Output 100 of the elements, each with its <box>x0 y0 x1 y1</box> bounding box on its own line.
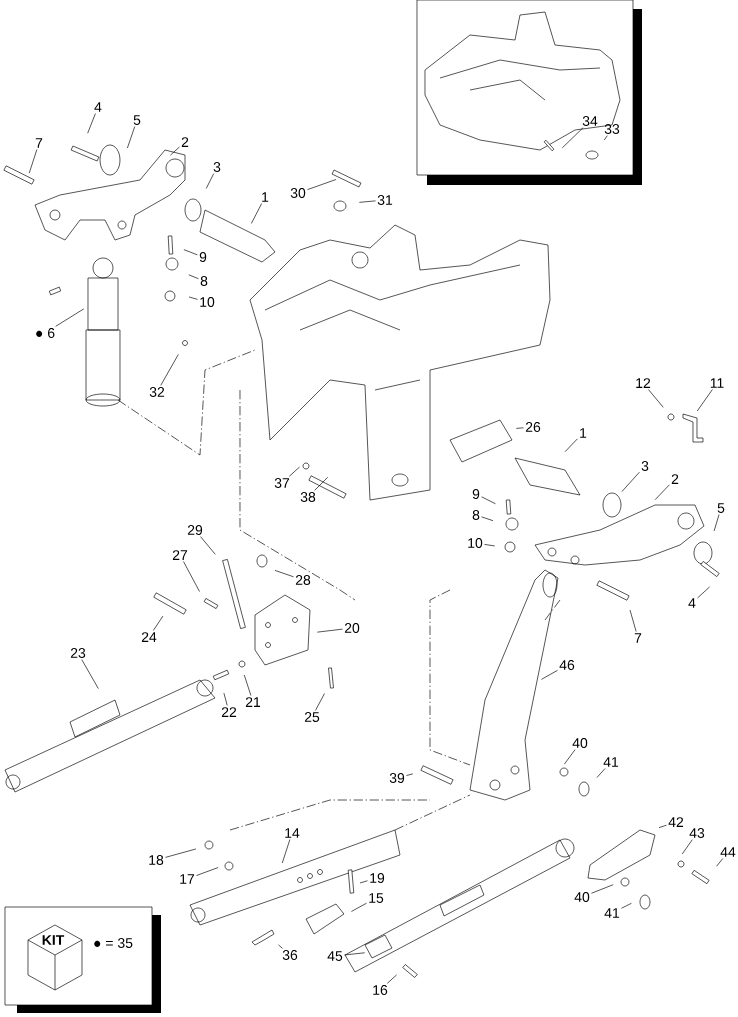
callout-number: 18 <box>149 855 164 865</box>
callout-number: 7 <box>35 138 43 148</box>
callout-number: 37 <box>274 478 290 488</box>
callout-number: 28 <box>295 575 311 585</box>
callout-number: 1 <box>262 192 269 202</box>
callout-number: 23 <box>70 648 86 658</box>
leader-line <box>243 674 252 696</box>
leader-line <box>603 135 608 141</box>
callout-number: 25 <box>304 712 320 722</box>
leader-line <box>484 544 496 547</box>
leader-line <box>165 848 197 858</box>
callout-number: 43 <box>689 828 705 838</box>
leader-line <box>564 749 576 765</box>
callout-number: 10 <box>200 297 215 307</box>
callout-number: 9 <box>199 252 207 262</box>
callout-number: ● 6 <box>36 328 55 338</box>
callout-number: 31 <box>377 195 393 205</box>
callout-number: 21 <box>245 697 261 707</box>
callout-number: 27 <box>172 550 188 560</box>
callout-number: 41 <box>603 757 619 767</box>
callout-number: 46 <box>559 660 575 670</box>
leader-line <box>716 858 724 867</box>
callout-number: 5 <box>717 503 725 513</box>
kit-label: KIT <box>42 935 65 945</box>
callout-number: 10 <box>468 538 483 548</box>
callout-number: 33 <box>604 124 620 134</box>
legend-note: ● = 35 <box>94 938 133 948</box>
callout-number: 26 <box>525 422 541 432</box>
leader-line <box>591 884 614 894</box>
callout-number: 36 <box>282 950 298 960</box>
leader-line <box>316 628 343 633</box>
leader-line <box>188 274 199 280</box>
leader-line <box>654 484 670 501</box>
leader-line <box>183 249 198 256</box>
leader-line <box>196 867 219 876</box>
callout-number: 2 <box>181 137 189 147</box>
callout-number: 29 <box>187 525 203 535</box>
callout-number: 32 <box>149 387 165 397</box>
leader-line <box>288 466 300 477</box>
callout-number: 40 <box>572 738 588 748</box>
callout-number: 15 <box>369 893 384 903</box>
leader-line <box>481 496 496 505</box>
callout-number: 4 <box>688 598 696 608</box>
leader-line <box>621 471 640 492</box>
leader-line <box>713 514 720 532</box>
leader-line <box>696 389 713 412</box>
callout-number: 19 <box>370 873 385 883</box>
leader-line <box>81 659 99 689</box>
leader-line <box>359 880 368 884</box>
callout-number: 16 <box>373 985 388 995</box>
callout-number: 3 <box>213 162 221 172</box>
leader-line <box>515 427 524 429</box>
leader-line <box>658 824 667 829</box>
leader-line <box>314 476 329 491</box>
callout-number: 34 <box>582 116 598 126</box>
leader-line <box>188 296 198 300</box>
callout-number: 11 <box>710 378 724 388</box>
leader-line <box>127 126 136 149</box>
leader-line <box>406 773 414 776</box>
leader-line <box>648 389 664 408</box>
leader-line <box>153 615 164 631</box>
callout-number: 41 <box>604 908 620 918</box>
leader-line <box>200 536 216 555</box>
leader-line <box>697 586 710 599</box>
leader-line <box>621 902 632 909</box>
callout-number: 7 <box>634 633 642 643</box>
callout-number: 3 <box>641 461 649 471</box>
leader-line <box>541 670 558 680</box>
leader-line <box>28 149 38 174</box>
callout-number: 30 <box>290 188 306 198</box>
leader-line <box>55 308 85 327</box>
leader-line <box>307 179 337 190</box>
leader-line <box>205 173 215 189</box>
callout-number: 24 <box>141 632 157 642</box>
leader-line <box>251 203 262 224</box>
callout-number: 45 <box>327 951 343 961</box>
leader-line <box>561 127 584 149</box>
callout-number: 5 <box>133 115 141 125</box>
callout-number: 17 <box>180 874 195 884</box>
leader-line <box>315 693 325 711</box>
leader-line <box>386 974 397 984</box>
callout-number: 22 <box>221 707 237 717</box>
callout-number: 39 <box>389 773 405 783</box>
leader-line <box>274 570 294 578</box>
callout-number: 44 <box>720 847 736 857</box>
callout-number: 2 <box>671 474 679 484</box>
leader-line <box>481 516 494 522</box>
leader-line <box>351 902 367 912</box>
leader-line <box>160 354 179 386</box>
leader-line <box>223 692 228 706</box>
callout-number: 14 <box>285 828 300 838</box>
leader-line <box>183 561 200 592</box>
callout-number: 9 <box>472 489 480 499</box>
callout-number: 8 <box>472 510 480 520</box>
leader-line <box>596 768 606 778</box>
leader-line <box>629 609 637 632</box>
leader-line <box>170 146 180 156</box>
callout-number: 20 <box>344 623 360 633</box>
leader-line <box>564 438 578 453</box>
callout-number: 40 <box>574 892 590 902</box>
